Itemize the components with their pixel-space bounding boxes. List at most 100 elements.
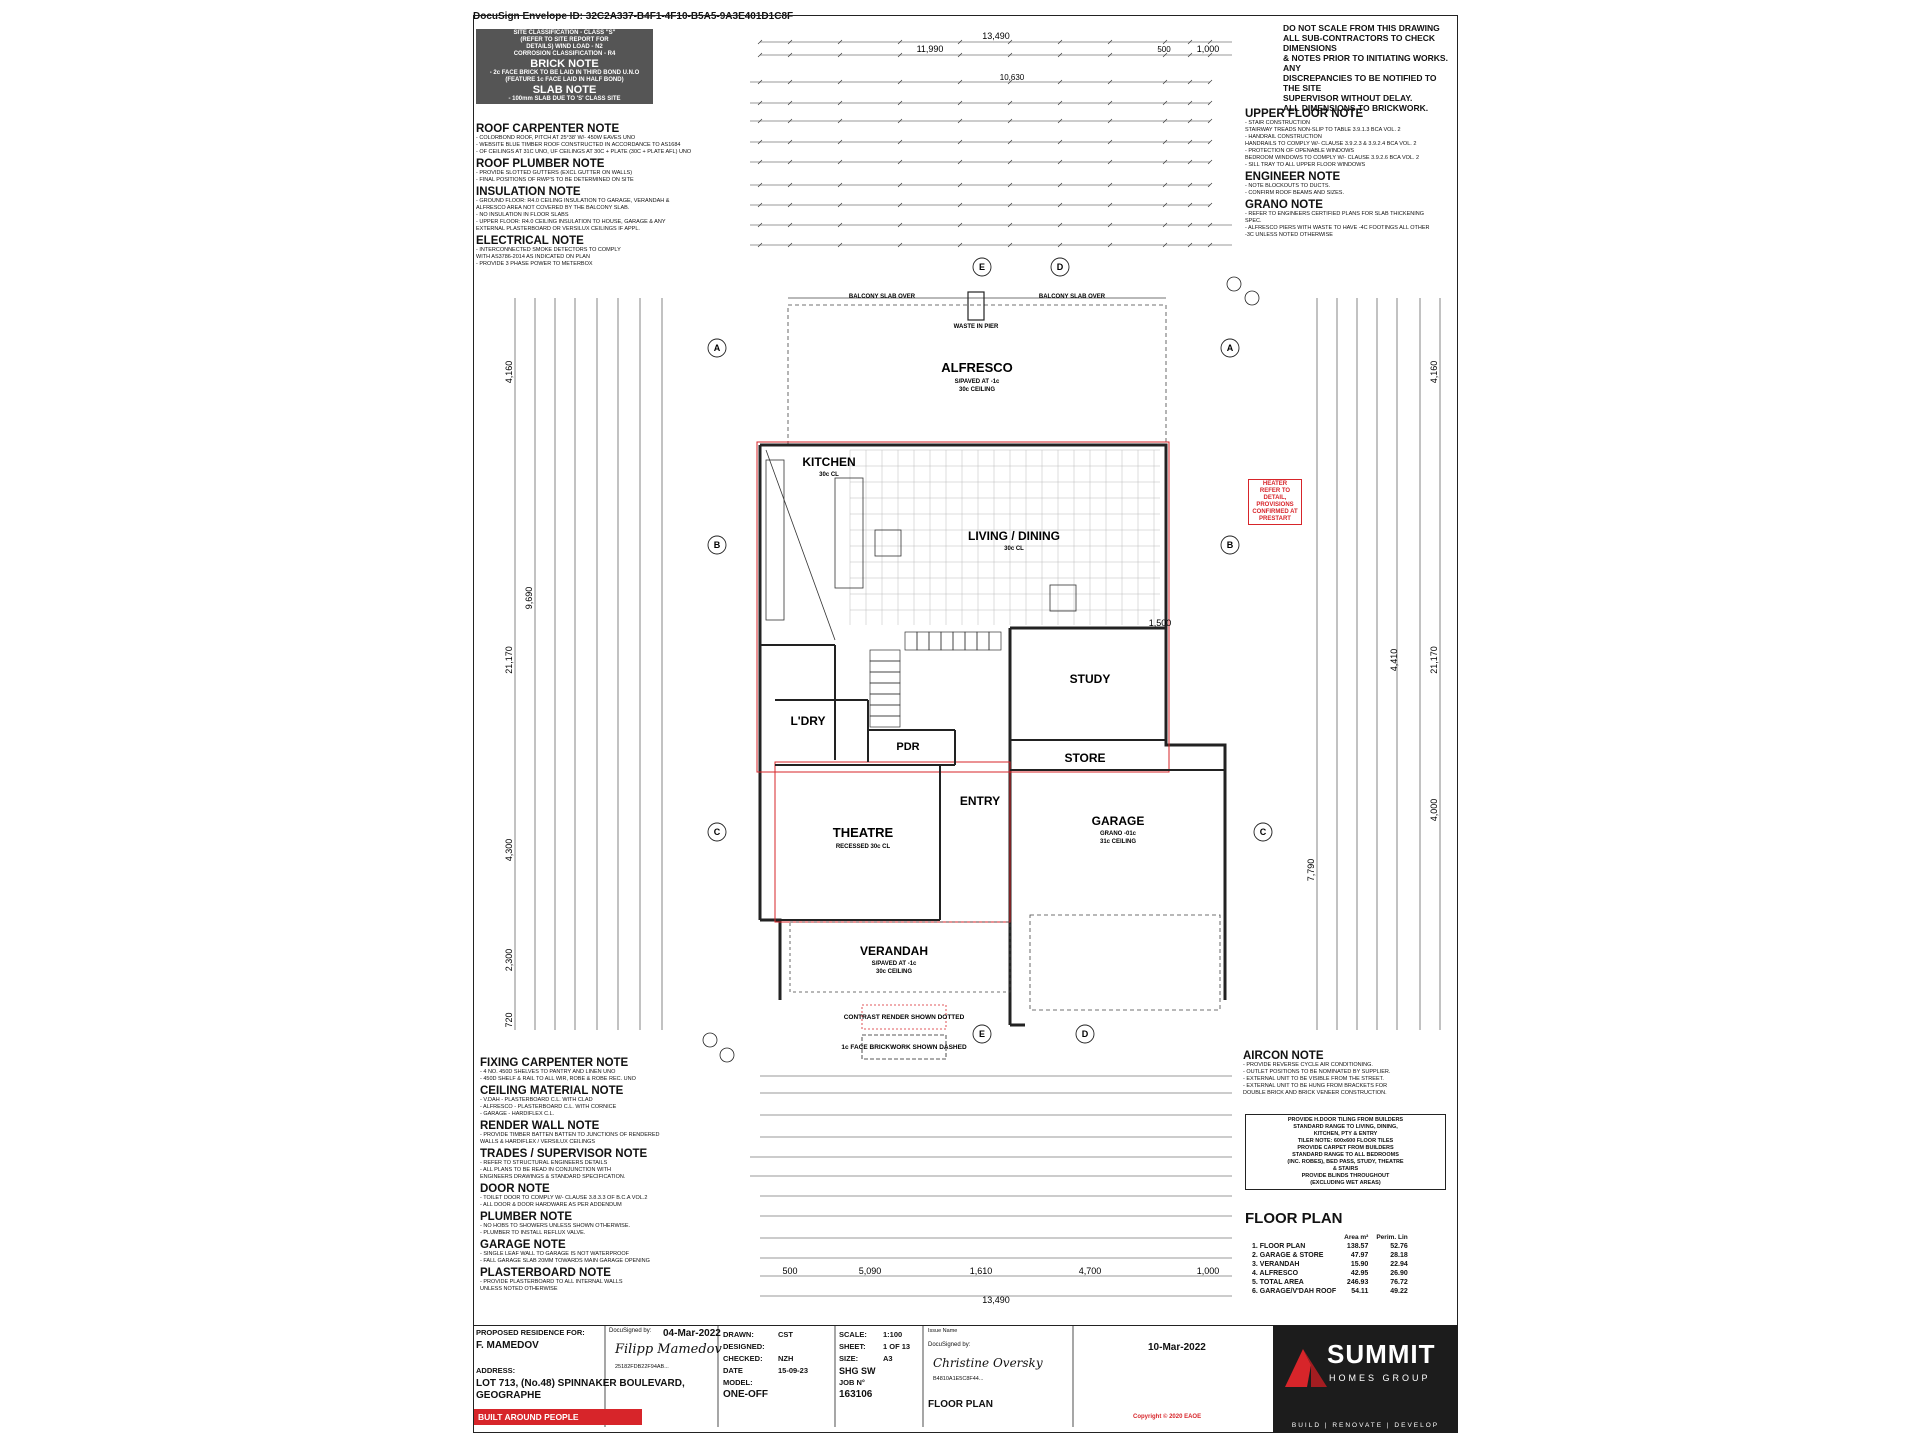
model-value: ONE-OFF bbox=[723, 1389, 768, 1400]
dim-tick bbox=[787, 100, 793, 106]
dim-tick bbox=[787, 182, 793, 188]
room-theatre: THEATRE bbox=[833, 825, 894, 840]
note-heading: INSULATION NOTE bbox=[476, 186, 581, 198]
issue-name-label: Issue Name bbox=[928, 1328, 958, 1334]
contrast-render-label: CONTRAST RENDER SHOWN DOTTED bbox=[844, 1014, 965, 1021]
floor-plan-title: FLOOR PLAN bbox=[1245, 1210, 1343, 1227]
dim-tick bbox=[1007, 159, 1013, 165]
balcony-label: BALCONY SLAB OVER bbox=[1039, 294, 1106, 300]
dim-tick bbox=[1187, 242, 1193, 248]
note-line: STAIRWAY TREADS NON-SLIP TO TABLE 3.9.1.… bbox=[1245, 127, 1401, 133]
stair-tread bbox=[904, 631, 918, 651]
note-line: ALFRESCO AREA NOT COVERED BY THE BALCONY… bbox=[476, 205, 630, 211]
dim-tick bbox=[1162, 100, 1168, 106]
slab-note-heading: SLAB NOTE bbox=[532, 84, 597, 96]
dim-tick bbox=[1162, 202, 1168, 208]
dim-bot-1000: 1,000 bbox=[1197, 1266, 1220, 1276]
text-line: ALL DIMENSIONS TO BRICKWORK. bbox=[1283, 103, 1429, 113]
section-marker-D-top bbox=[1050, 257, 1070, 277]
dim-tick bbox=[1057, 79, 1063, 85]
dim-tick bbox=[1107, 79, 1113, 85]
site-line: DETAILS) WIND LOAD - N2 bbox=[526, 44, 603, 50]
section-marker-A-right bbox=[1220, 338, 1240, 358]
dim-tick bbox=[1187, 202, 1193, 208]
designed-label: DESIGNED: bbox=[723, 1342, 765, 1351]
stair-tread bbox=[952, 631, 966, 651]
note-line: WITH AS3786-2014 AS INDICATED ON PLAN bbox=[476, 254, 590, 260]
waste-pier bbox=[967, 291, 985, 321]
dim-tick bbox=[1162, 182, 1168, 188]
note-body: - COLORBOND ROOF, PITCH AT 25°38' W/- 45… bbox=[476, 135, 696, 156]
dim-top-11990: 11,990 bbox=[917, 44, 944, 54]
marker-label: C bbox=[1260, 827, 1267, 837]
note-line: - UPPER FLOOR: R4.0 CEILING INSULATION T… bbox=[476, 219, 666, 225]
dim-tick bbox=[1007, 202, 1013, 208]
note-line: - PLUMBER TO INSTALL REFLUX VALVE. bbox=[480, 1230, 586, 1236]
note-line: - EXTERNAL UNIT TO BE VISIBLE FROM THE S… bbox=[1243, 1076, 1384, 1082]
site-classification-box: SITE CLASSIFICATION - CLASS "S" (REFER T… bbox=[476, 29, 653, 104]
slab-note-line: - 100mm SLAB DUE TO 'S' CLASS SITE bbox=[508, 96, 621, 102]
dim-tick bbox=[1207, 182, 1213, 188]
dim-tick bbox=[1007, 100, 1013, 106]
room-verandah-sub: S/PAVED AT -1c bbox=[872, 961, 917, 967]
note-line: - ALFRESCO PIERS WITH WASTE TO HAVE -4c … bbox=[1245, 225, 1430, 231]
note-line: - TOILET DOOR TO COMPLY W/- CLAUSE 3.8.3… bbox=[480, 1195, 648, 1201]
dim-tick bbox=[1207, 222, 1213, 228]
text-line: discrepancies to be notified to the Site bbox=[1283, 73, 1437, 93]
dim-ticks bbox=[757, 39, 1213, 248]
stair-tread bbox=[928, 631, 942, 651]
area-table-header: Perim. Lin bbox=[1376, 1234, 1408, 1241]
section-marker-D-bottom bbox=[1075, 1024, 1095, 1044]
kitchen-island bbox=[834, 477, 864, 589]
note-heading: GRANO NOTE bbox=[1245, 199, 1323, 211]
dim-tick bbox=[757, 100, 763, 106]
note-heading: ELECTRICAL NOTE bbox=[476, 235, 584, 247]
room-verandah-sub: 30c CEILING bbox=[876, 969, 912, 975]
note-line: - STAIR CONSTRUCTION bbox=[1245, 120, 1310, 126]
dim-tick bbox=[1187, 100, 1193, 106]
note-body: - REFER TO ENGINEERS CERTIFIED PLANS FOR… bbox=[1245, 211, 1455, 239]
note-body: - PROVIDE SLOTTED GUTTERS (EXCL GUTTER O… bbox=[476, 170, 696, 184]
note-heading: FIXING CARPENTER NOTE bbox=[480, 1057, 629, 1069]
plan-name: FLOOR PLAN bbox=[928, 1399, 993, 1410]
note-heading: GARAGE NOTE bbox=[480, 1239, 566, 1251]
dim-tick bbox=[897, 118, 903, 124]
note-heading: ENGINEER NOTE bbox=[1245, 171, 1341, 183]
area-table-cell: 26.90 bbox=[1390, 1270, 1408, 1277]
text-line: PRESTART bbox=[1259, 516, 1291, 522]
dim-right-4160: 4,160 bbox=[1429, 361, 1439, 384]
section-marker-C-right bbox=[1253, 822, 1273, 842]
note-line: SPEC. bbox=[1245, 218, 1262, 224]
dim-tick bbox=[897, 242, 903, 248]
grid-marker-2 bbox=[1226, 276, 1242, 292]
section-marker-C-left bbox=[707, 822, 727, 842]
stair-tread bbox=[869, 715, 901, 728]
note-body: - PROVIDE REVERSE CYCLE AIR CONDITIONING… bbox=[1243, 1062, 1453, 1097]
dim-tick bbox=[837, 100, 843, 106]
stair-tread bbox=[869, 671, 901, 684]
note-line: - HANDRAIL CONSTRUCTION bbox=[1245, 134, 1322, 140]
room-store: STORE bbox=[1064, 751, 1105, 765]
note-line: - SINGLE LEAF WALL TO GARAGE IS NOT WATE… bbox=[480, 1251, 630, 1257]
section-marker-B-left bbox=[707, 535, 727, 555]
built-around-people-banner: BUILT AROUND PEOPLE bbox=[474, 1409, 642, 1425]
dim-tick bbox=[1057, 182, 1063, 188]
room-garage: GARAGE bbox=[1092, 814, 1145, 828]
drawn-label: DRAWN: bbox=[723, 1330, 754, 1339]
stair-tread bbox=[940, 631, 954, 651]
stair-tread bbox=[869, 704, 901, 717]
aircon-note: AIRCON NOTE- PROVIDE REVERSE CYCLE AIR C… bbox=[1243, 1048, 1453, 1097]
logo-strip: BUILD | RENOVATE | DEVELOP bbox=[1291, 1422, 1440, 1429]
dim-tick bbox=[1207, 100, 1213, 106]
room-theatre-sub: RECESSED 30c CL bbox=[836, 844, 891, 850]
sheet-value: 1 OF 13 bbox=[883, 1342, 911, 1351]
area-table-cell: 47.97 bbox=[1350, 1252, 1369, 1259]
note-heading: AIRCON NOTE bbox=[1243, 1050, 1324, 1062]
dim-top-1000: 1,000 bbox=[1197, 44, 1220, 54]
dim-top-500: 500 bbox=[1157, 45, 1171, 54]
note-line: - REFER TO ENGINEERS CERTIFIED PLANS FOR… bbox=[1245, 211, 1424, 217]
shg-value: SHG SW bbox=[839, 1366, 876, 1376]
